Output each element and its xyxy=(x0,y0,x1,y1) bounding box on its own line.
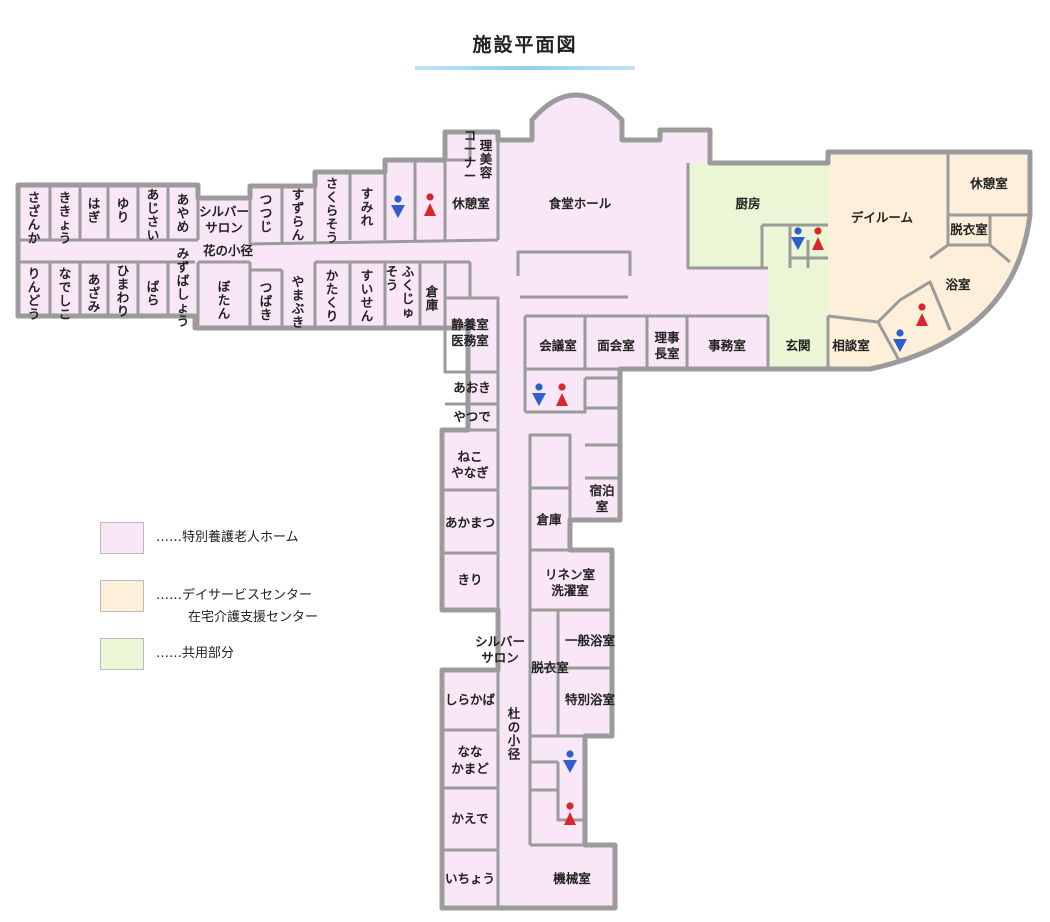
room-changing-1: 脱衣室 xyxy=(950,222,988,237)
room-rest-2: 休憩室 xyxy=(969,176,1008,191)
room-kitchen: 厨房 xyxy=(735,196,760,211)
room-silver-salon-2-sub: サロン xyxy=(481,650,519,665)
room-himawari: ひまわり xyxy=(117,263,130,319)
room-director: 理事 xyxy=(654,330,680,345)
room-ajisai: あじさい xyxy=(147,187,160,243)
room-sumire: すみれ xyxy=(361,186,374,228)
room-linen-sub: 洗濯室 xyxy=(551,583,589,598)
room-sakuraso: さくらそう xyxy=(326,176,339,245)
room-silver-salon-1-sub: サロン xyxy=(205,220,243,235)
legend-swatch xyxy=(100,638,144,670)
room-rindo: りんどう xyxy=(28,266,41,322)
room-nekoyanagi: ねこ xyxy=(457,449,482,464)
room-storage-2: 倉庫 xyxy=(535,512,562,527)
room-changing-2: 脱衣室 xyxy=(531,660,569,675)
room-conference: 会議室 xyxy=(539,338,577,353)
title-underline xyxy=(415,66,635,70)
room-katakuri: かたくり xyxy=(326,268,339,324)
room-special-bath: 特別浴室 xyxy=(565,692,616,707)
shared-area xyxy=(688,163,828,369)
nursing-home-area xyxy=(18,95,768,908)
room-meeting-visit: 面会室 xyxy=(597,338,635,353)
room-kaede: かえで xyxy=(451,811,488,826)
room-nanakamado-sub: かまど xyxy=(451,761,489,776)
legend-label: ……共用部分 xyxy=(156,646,235,661)
room-medical: 静養室 xyxy=(451,317,489,332)
room-bara: ばら xyxy=(147,279,160,308)
room-general-bath: 一般浴室 xyxy=(565,633,616,648)
room-overnight: 宿泊 xyxy=(589,483,614,498)
room-bath-1: 浴室 xyxy=(945,277,971,292)
legend-swatch xyxy=(100,580,144,612)
room-labels: さざんか ききょう はぎ ゆり あじさい あやめ つつじ すずらん さくらそう … xyxy=(28,128,1009,886)
room-shirakaba: しらかば xyxy=(445,692,496,707)
room-kikyo: ききょう xyxy=(59,190,72,246)
room-fukuju: ふくじゅそう xyxy=(386,264,415,320)
room-suzuran: すずらん xyxy=(292,187,305,243)
room-dining-hall: 食堂ホール xyxy=(548,196,612,211)
room-medical-sub: 医務室 xyxy=(451,333,489,348)
walls xyxy=(15,92,1033,911)
legend-label: ……デイサービスセンター xyxy=(156,588,313,603)
room-azami: あざみ xyxy=(88,272,101,314)
room-rest-1: 休憩室 xyxy=(451,196,490,211)
room-yuri: ゆり xyxy=(117,196,130,225)
room-ayame: あやめ xyxy=(177,192,190,234)
room-tsubaki: つばき xyxy=(260,280,273,322)
room-nanakamado: なな xyxy=(457,744,482,759)
room-tsutsuji: つつじ xyxy=(260,192,273,234)
room-nekoyanagi-sub: やなぎ xyxy=(451,465,489,480)
legend-swatch xyxy=(100,522,144,554)
room-aoki: あおき xyxy=(453,380,491,395)
corridor-hana-path: 花の小径 xyxy=(203,243,254,258)
room-botan: ぼたん xyxy=(218,279,231,321)
room-suisen: すいせん xyxy=(361,268,374,324)
legend-label-sub: 在宅介護支援センター xyxy=(188,610,319,625)
room-nadeshiko: なでしこ xyxy=(59,266,72,322)
room-mizubasho: みずばしょう xyxy=(177,246,190,329)
room-kiri: きり xyxy=(457,572,482,587)
room-silver-salon-1: シルバー xyxy=(199,204,249,219)
room-overnight-sub: 室 xyxy=(596,499,609,514)
legend-label: ……特別養護老人ホーム xyxy=(156,530,299,545)
room-day-room: デイルーム xyxy=(851,210,914,225)
room-office: 事務室 xyxy=(708,338,746,353)
room-sazanka: さざんか xyxy=(28,190,41,246)
room-entrance: 玄関 xyxy=(785,338,810,353)
room-forest-path: 杜の小径 xyxy=(507,706,521,762)
room-icho: いちょう xyxy=(445,871,495,886)
room-hagi: はぎ xyxy=(88,196,101,225)
room-director-sub: 長室 xyxy=(654,346,680,361)
room-silver-salon-2: シルバー xyxy=(475,634,525,649)
room-consult: 相談室 xyxy=(832,338,870,353)
room-storage-1: 倉庫 xyxy=(425,284,439,313)
room-barber-corner-sub: コーナー xyxy=(464,128,477,184)
room-linen: リネン室 xyxy=(545,567,596,582)
room-machine: 機械室 xyxy=(553,871,591,886)
room-yamabuki: やまぶき xyxy=(291,274,305,330)
page-title: 施設平面図 xyxy=(472,34,578,56)
room-yatsude: やつで xyxy=(453,409,491,424)
room-akamatsu: あかまつ xyxy=(445,515,495,530)
room-barber-corner: 理美容 xyxy=(479,138,493,180)
